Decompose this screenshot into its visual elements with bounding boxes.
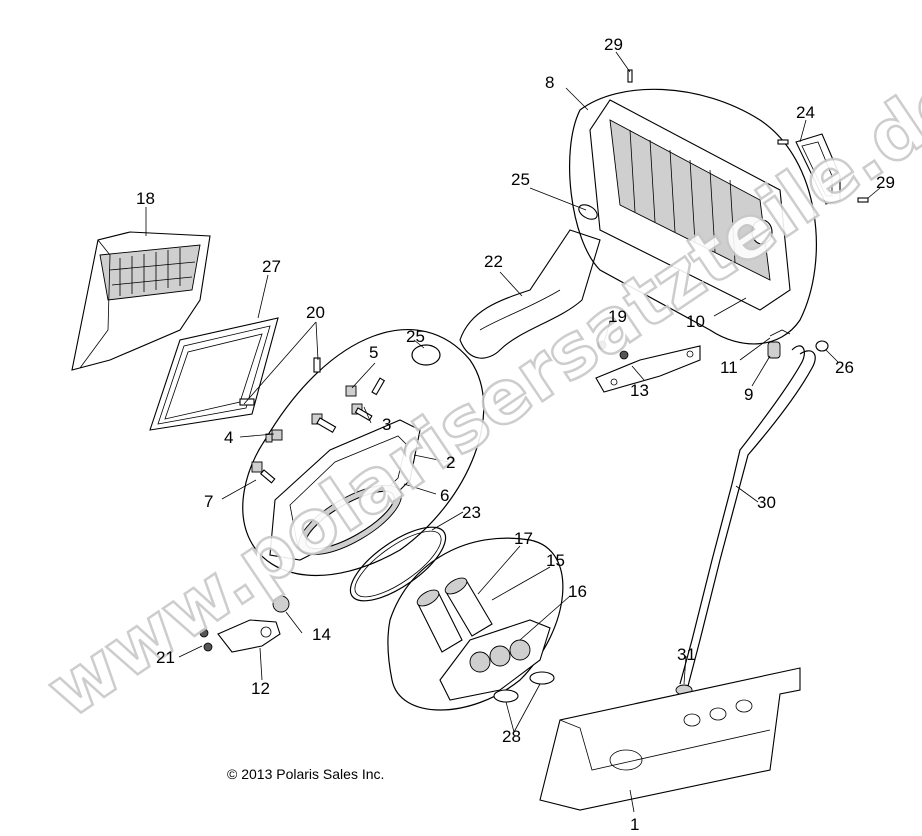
airbox-group-outline — [242, 329, 485, 577]
callout-9: 9 — [744, 385, 753, 404]
callout-11: 11 — [720, 358, 738, 377]
callout-2: 2 — [446, 453, 455, 472]
part-12-bracket — [217, 619, 281, 653]
leader-lines — [145, 51, 881, 813]
part-29-screws — [627, 69, 869, 203]
callout-26: 26 — [835, 358, 854, 377]
part-25-duct-clamps — [411, 204, 598, 366]
callout-14: 14 — [312, 625, 331, 644]
callout-8: 8 — [545, 73, 554, 92]
callout-22: 22 — [484, 252, 503, 271]
part-19-bolts — [597, 340, 629, 360]
callouts: 18 27 20 5 25 22 25 3 4 2 6 7 23 17 15 1… — [136, 35, 895, 834]
part-28-clamps — [493, 671, 555, 703]
hardware-screws — [239, 357, 386, 484]
callout-21: 21 — [156, 648, 175, 667]
callout-10: 10 — [686, 312, 705, 331]
part-11-clip — [769, 329, 791, 337]
callout-18: 18 — [136, 189, 155, 208]
part-1-mounting-plate — [539, 667, 801, 811]
part-14-grommet — [272, 595, 290, 613]
callout-24: 24 — [796, 103, 815, 122]
callout-15: 15 — [546, 551, 565, 570]
part-6-seal — [298, 484, 402, 556]
part-22-intake-duct — [459, 229, 601, 359]
part-9-valve — [767, 341, 781, 359]
callout-7: 7 — [204, 492, 213, 511]
part-26-clamp — [815, 340, 829, 352]
callout-19: 19 — [608, 307, 627, 326]
callout-30: 30 — [757, 493, 776, 512]
part-10-resonator-body — [589, 99, 791, 311]
callout-29-right: 29 — [876, 173, 895, 192]
part-8-resonator-outline — [568, 88, 817, 345]
callout-13: 13 — [630, 381, 649, 400]
part-24-cover — [795, 133, 841, 205]
callout-4: 4 — [224, 428, 233, 447]
callout-6: 6 — [440, 486, 449, 505]
callout-16: 16 — [568, 582, 587, 601]
part-17-intake-tubes — [416, 577, 493, 653]
part-21-bolts — [199, 628, 213, 652]
part-18-airbox-cover — [71, 231, 211, 371]
callout-23: 23 — [462, 503, 481, 522]
callout-27: 27 — [262, 257, 281, 276]
callout-5: 5 — [369, 343, 378, 362]
part-30-drain-hose — [679, 345, 816, 687]
callout-20: 20 — [306, 303, 325, 322]
part-13-bracket — [595, 345, 701, 393]
callout-17: 17 — [514, 529, 533, 548]
callout-12: 12 — [251, 679, 270, 698]
callout-31: 31 — [677, 645, 696, 664]
callout-29-top: 29 — [604, 35, 623, 54]
callout-25-lower: 25 — [406, 327, 425, 346]
copyright-notice: © 2013 Polaris Sales Inc. — [227, 766, 384, 782]
callout-25-upper: 25 — [511, 170, 530, 189]
callout-1: 1 — [630, 815, 639, 834]
callout-28: 28 — [502, 727, 521, 746]
callout-3: 3 — [382, 415, 391, 434]
